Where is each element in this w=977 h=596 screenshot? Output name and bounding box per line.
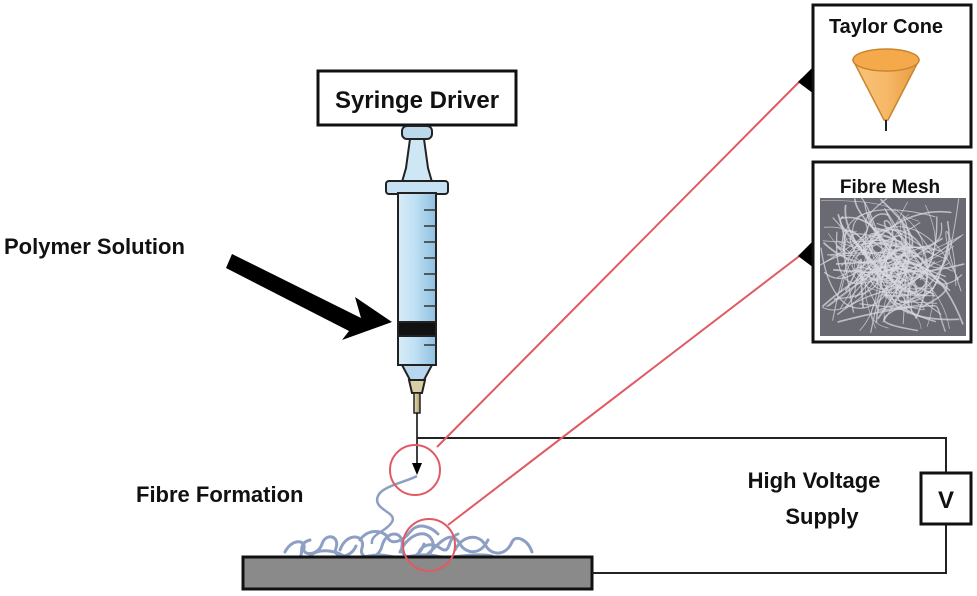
high-voltage-label-line1: High Voltage	[748, 468, 881, 493]
mesh-fibre-strand	[865, 262, 950, 329]
plunger-rubber	[397, 321, 437, 337]
mesh-fibre-strand	[820, 198, 888, 266]
high-voltage-label-line2: Supply	[785, 504, 859, 529]
taylor-cone-callout-line	[436, 78, 803, 448]
fibre-mesh-callout-circle	[402, 518, 456, 572]
mesh-fibre-strand	[865, 198, 960, 269]
fibre-mesh-callout-wedge	[798, 240, 814, 268]
plunger-neck	[400, 138, 434, 183]
polymer-solution-arrow	[226, 254, 392, 340]
mesh-fibre-strand	[828, 234, 964, 307]
mesh-fibre-strand	[894, 208, 924, 315]
needle-hub	[407, 379, 427, 394]
syringe-driver-box: Syringe Driver	[316, 69, 518, 127]
syringe-graduations	[424, 209, 436, 346]
mesh-fibre-strand	[821, 200, 947, 289]
plunger-knob	[401, 125, 433, 140]
syringe-tip	[400, 364, 434, 381]
taylor-cone-callout-wedge	[798, 66, 814, 94]
taylor-cone-inset: Taylor Cone	[811, 3, 973, 149]
mesh-fibre-strand	[861, 242, 909, 284]
circuit-wires	[417, 437, 947, 574]
syringe-driver-label: Syringe Driver	[335, 87, 499, 114]
fibre-jet	[412, 413, 422, 475]
mesh-fibre-strand	[844, 271, 904, 309]
mesh-fibre-strand	[844, 258, 865, 309]
mesh-fibre-strand	[869, 232, 947, 278]
taylor-cone-callout-circle	[389, 444, 441, 496]
mesh-fibre-strand	[836, 213, 847, 254]
voltage-symbol: V	[938, 487, 954, 514]
taylor-cone-top	[852, 48, 920, 72]
mesh-fibre-strand	[836, 216, 938, 316]
fibre-formation-label: Fibre Formation	[136, 482, 303, 507]
fibre-mesh-title: Fibre Mesh	[840, 177, 940, 198]
mesh-fibre-strand	[823, 226, 878, 331]
deposited-fibres	[283, 524, 534, 562]
mesh-fibre-strand	[849, 233, 902, 254]
polymer-solution-label: Polymer Solution	[4, 234, 185, 259]
mesh-fibre-strand	[852, 209, 936, 240]
mesh-fibre-strand	[886, 222, 944, 277]
mesh-fibre-strand	[882, 245, 954, 298]
mesh-fibre-strand	[879, 248, 960, 321]
mesh-fibre-strand	[861, 210, 952, 256]
needle	[413, 392, 421, 414]
fibre-mesh-strands	[820, 198, 965, 334]
fibre-mesh-callout-line	[447, 253, 803, 526]
mesh-fibre-strand	[868, 228, 929, 319]
mesh-fibre-strand	[829, 245, 911, 279]
voltage-source: V	[919, 471, 973, 526]
syringe-barrel	[397, 192, 437, 366]
mesh-fibre-strand	[823, 242, 873, 280]
mesh-fibre-strand	[852, 239, 893, 324]
mesh-fibre-strand	[883, 204, 936, 320]
mesh-fibre-strand	[888, 254, 938, 304]
collector-plate	[241, 555, 594, 591]
syringe	[385, 125, 449, 414]
mesh-fibre-strand	[856, 218, 901, 298]
taylor-cone-title: Taylor Cone	[829, 16, 943, 38]
fibre-mesh-inset: Fibre Mesh	[811, 160, 973, 344]
mesh-fibre-strand	[884, 246, 941, 282]
